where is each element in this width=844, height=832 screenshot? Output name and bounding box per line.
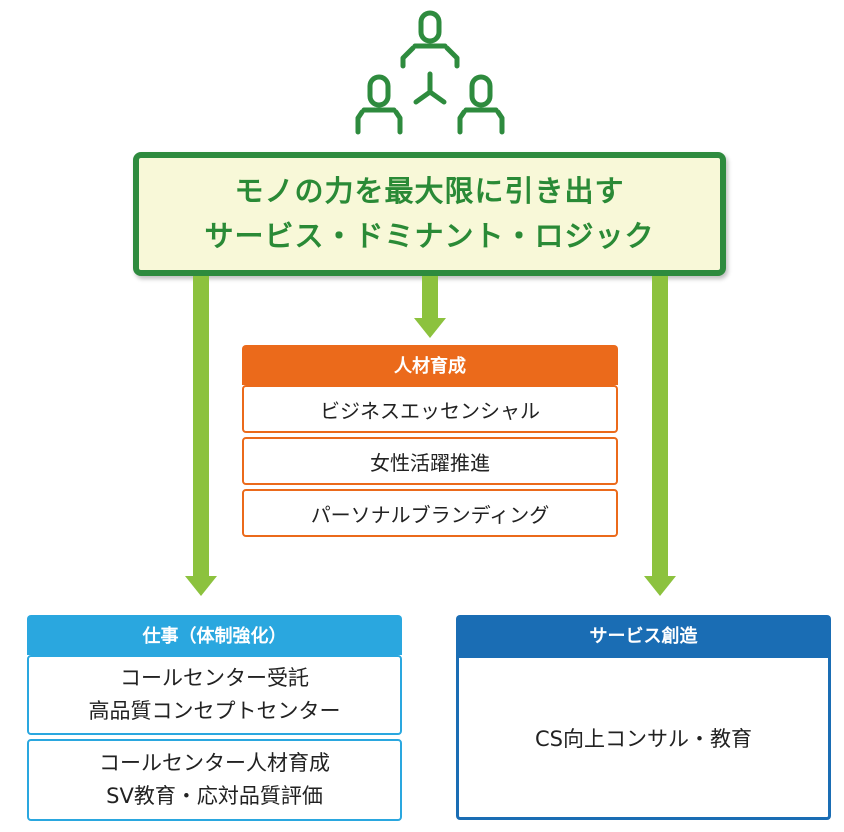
arrow-left-shaft <box>193 276 209 576</box>
center-panel-item: 女性活躍推進 <box>242 437 618 485</box>
left-panel-item-line: コールセンター人材育成 <box>99 751 330 775</box>
arrow-center-shaft <box>422 276 438 318</box>
arrow-right-shaft <box>652 276 668 576</box>
left-panel-item-line: 高品質コンセプトセンター <box>88 699 341 723</box>
left-panel-item-line: SV教育・応対品質評価 <box>106 784 323 808</box>
main-title-line1: モノの力を最大限に引き出す <box>234 174 625 208</box>
left-panel-item-line: コールセンター受託 <box>120 666 309 690</box>
left-panel-item: コールセンター受託 高品質コンセプトセンター <box>27 655 402 735</box>
center-panel-item: パーソナルブランディング <box>242 489 618 537</box>
center-panel-header: 人材育成 <box>242 345 618 385</box>
right-panel-body: CS向上コンサル・教育 <box>456 655 831 820</box>
main-title-line2: サービス・ドミナント・ロジック <box>204 219 655 253</box>
people-hierarchy-icon <box>355 10 505 135</box>
arrow-center-head <box>414 318 446 338</box>
arrow-right-head <box>644 576 676 596</box>
arrow-left-head <box>185 576 217 596</box>
right-panel-header: サービス創造 <box>456 615 831 655</box>
left-panel-item: コールセンター人材育成 SV教育・応対品質評価 <box>27 739 402 821</box>
center-panel-item: ビジネスエッセンシャル <box>242 385 618 433</box>
left-panel-header: 仕事（体制強化） <box>27 615 402 655</box>
main-concept-box: モノの力を最大限に引き出す サービス・ドミナント・ロジック <box>133 152 726 276</box>
